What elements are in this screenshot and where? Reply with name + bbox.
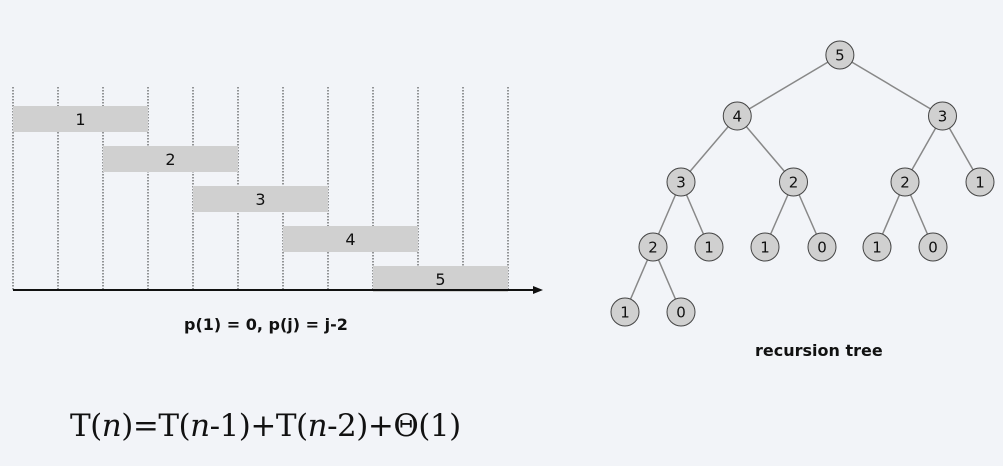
tree-caption: recursion tree <box>755 341 883 360</box>
job-label: 1 <box>75 110 85 129</box>
tree-node-label: 0 <box>928 239 938 257</box>
formula-part: -1)+T( <box>209 408 309 444</box>
recursion-tree: 5 4 3 2 1 0 1 2 1 0 3 2 1 0 1 <box>610 40 995 327</box>
recurrence-formula: T(n)=T(n-1)+T(n-2)+Θ(1) <box>70 408 461 444</box>
job-bar <box>283 226 418 252</box>
schedule-caption: p(1) = 0, p(j) = j-2 <box>184 315 348 334</box>
tree-node <box>750 232 780 262</box>
formula-part: )=T( <box>121 408 191 444</box>
job-bar <box>13 106 148 132</box>
formula-var: n <box>307 408 328 444</box>
tree-node <box>862 232 892 262</box>
tree-node <box>694 232 724 262</box>
tree-node-label: 1 <box>620 304 630 322</box>
tree-node <box>610 297 640 327</box>
time-axis-arrowhead <box>533 286 543 294</box>
job-bar <box>193 186 328 212</box>
tree-node <box>779 167 808 197</box>
tree-node <box>965 167 995 197</box>
tree-node-label: 1 <box>872 239 882 257</box>
formula-part: T( <box>70 408 102 444</box>
tree-node-label: 1 <box>760 239 770 257</box>
job-label: 4 <box>345 230 355 249</box>
tree-node-label: 1 <box>975 174 985 192</box>
tree-node-label: 0 <box>676 304 686 322</box>
job-label: 5 <box>435 270 445 289</box>
formula-part: -2)+Θ(1) <box>327 408 461 444</box>
tree-node-label: 2 <box>789 174 799 192</box>
tree-node-label: 4 <box>732 108 742 126</box>
tree-node <box>666 297 696 327</box>
job-label: 3 <box>255 190 265 209</box>
tree-node <box>928 101 957 131</box>
tree-node <box>918 232 948 262</box>
job-bar <box>373 266 508 292</box>
tree-node <box>722 101 752 131</box>
tree-node-label: 0 <box>817 239 827 257</box>
tree-node-label: 2 <box>900 174 910 192</box>
tree-node-label: 2 <box>648 239 658 257</box>
tree-node-label: 3 <box>676 174 686 192</box>
tree-edge <box>736 54 841 117</box>
job-bar <box>103 146 238 172</box>
tree-node-label: 1 <box>704 239 714 257</box>
tree-node <box>666 167 696 197</box>
tree-node-label: 3 <box>938 108 948 126</box>
formula-var: n <box>190 408 210 444</box>
tree-node <box>638 232 668 262</box>
tree-node <box>890 167 920 197</box>
formula-var: n <box>101 408 122 444</box>
job-label: 2 <box>165 150 175 169</box>
tree-edge <box>839 54 943 117</box>
interval-schedule: 1 2 3 4 5 <box>12 87 543 294</box>
tree-node <box>807 232 837 262</box>
tree-node <box>825 40 855 70</box>
tree-node-label: 5 <box>835 47 845 65</box>
